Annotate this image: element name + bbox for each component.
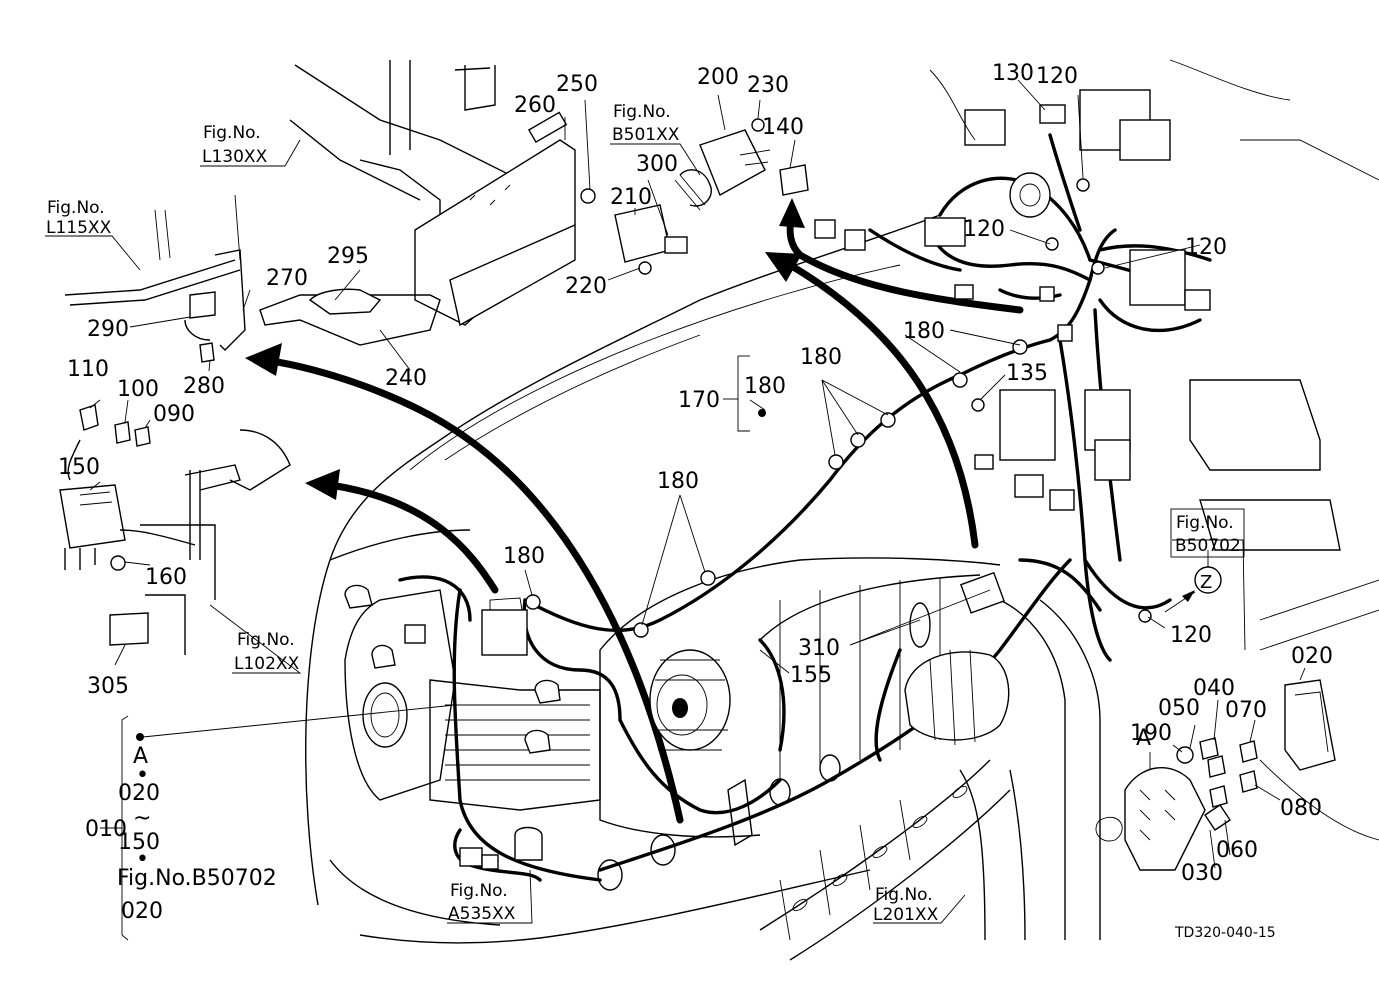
callout-z-label: Z (1200, 572, 1212, 593)
part-number-labels: 010 020 030 040 050 060 070 080 090 100 … (58, 61, 1333, 886)
part-label-290: 290 (87, 317, 129, 342)
note-ref-a: A (133, 744, 148, 769)
fig-label-b50702: Fig.No. (1176, 513, 1234, 533)
assembly-note: A • 020 ~ 150 • Fig.No.B50702 020 (117, 744, 277, 924)
fig-label-l115: Fig.No. (47, 198, 105, 218)
fig-ref-b50702: B50702 (1175, 536, 1241, 556)
upper-right-harness (814, 89, 1212, 562)
alternator (649, 649, 731, 751)
part-label-170: 170 (678, 388, 720, 413)
part-label-180-a: 180 (744, 374, 786, 399)
relay-assembly-150 (59, 404, 291, 655)
part-label-060: 060 (1216, 838, 1258, 863)
part-label-070: 070 (1225, 698, 1267, 723)
part-label-130: 130 (992, 61, 1034, 86)
part-label-120-d: 120 (1170, 623, 1212, 648)
note-from: 020 (118, 781, 160, 806)
left-bracket-assembly (64, 194, 246, 363)
part-label-220: 220 (565, 274, 607, 299)
fig-ref-b501: B501XX (612, 125, 680, 145)
part-label-140: 140 (762, 115, 804, 140)
corrugated-tube (759, 759, 1011, 961)
part-label-020: 020 (1291, 644, 1333, 669)
part-label-180-d: 180 (657, 469, 699, 494)
fig-label-l130: Fig.No. (203, 123, 261, 143)
part-label-240: 240 (385, 366, 427, 391)
figure-ref-leaders (45, 139, 1246, 941)
note-fig: Fig.No.B50702 (117, 866, 277, 891)
top-panel-assembly (259, 60, 596, 346)
part-label-050: 050 (1158, 696, 1200, 721)
part-label-190: 190 (1130, 721, 1172, 746)
part-label-160: 160 (145, 565, 187, 590)
part-label-295: 295 (327, 244, 369, 269)
part-label-090: 090 (153, 402, 195, 427)
drawing-code: TD320-040-15 (1174, 925, 1276, 941)
part-label-120-b: 120 (963, 217, 1005, 242)
part-label-110: 110 (67, 357, 109, 382)
part-label-080: 080 (1280, 796, 1322, 821)
fig-box-b50702 (1170, 508, 1245, 558)
part-label-180-e: 180 (503, 544, 545, 569)
part-label-040: 040 (1193, 676, 1235, 701)
part-label-155: 155 (790, 663, 832, 688)
note-dot-2: • (136, 847, 149, 872)
front-grille (329, 589, 601, 926)
part-label-280: 280 (183, 374, 225, 399)
ref-dot-170 (758, 409, 766, 417)
solenoid-assembly (614, 118, 809, 275)
part-label-200: 200 (697, 65, 739, 90)
part-label-030: 030 (1181, 861, 1223, 886)
part-label-230: 230 (747, 73, 789, 98)
lamp-sockets (344, 584, 561, 870)
fig-ref-l201: L201XX (873, 905, 939, 925)
part-label-150: 150 (58, 455, 100, 480)
note-last: 020 (121, 899, 163, 924)
loop-clamps (597, 602, 931, 891)
leader-lines (89, 79, 1306, 869)
part-label-260: 260 (514, 93, 556, 118)
part-label-270: 270 (266, 266, 308, 291)
fig-label-b501: Fig.No. (613, 102, 671, 122)
part-label-120-a: 120 (1036, 64, 1078, 89)
part-label-120-c: 120 (1185, 235, 1227, 260)
fig-ref-l130: L130XX (202, 147, 268, 167)
note-tilde: ~ (133, 806, 151, 831)
fig-ref-a535: A535XX (448, 904, 516, 924)
cable-ties (525, 178, 1152, 638)
chassis-right (929, 59, 1379, 941)
part-label-010: 010 (85, 817, 127, 842)
part-label-180-b: 180 (800, 345, 842, 370)
part-label-300: 300 (636, 152, 678, 177)
fig-label-l201: Fig.No. (875, 885, 933, 905)
fig-label-l102: Fig.No. (237, 630, 295, 650)
callout-z-circle (1194, 566, 1222, 594)
reference-arrows (245, 198, 1024, 824)
starter-motor (904, 571, 1010, 746)
callout-z-arrow (1182, 590, 1195, 602)
part-label-100: 100 (117, 377, 159, 402)
fig-ref-l115: L115XX (46, 218, 112, 238)
fuse-box-assembly (1124, 679, 1336, 871)
ref-dot-010 (136, 733, 144, 741)
part-label-180-c: 180 (903, 319, 945, 344)
part-label-310: 310 (798, 636, 840, 661)
part-label-305: 305 (87, 674, 129, 699)
callout-a-label: A (1136, 726, 1151, 751)
note-to: 150 (118, 830, 160, 855)
part-label-250: 250 (556, 72, 598, 97)
note-dot-1: • (136, 763, 149, 788)
fig-ref-l102: L102XX (234, 654, 300, 674)
fig-label-a535: Fig.No. (450, 881, 508, 901)
part-label-210: 210 (610, 185, 652, 210)
part-label-135: 135 (1006, 361, 1048, 386)
